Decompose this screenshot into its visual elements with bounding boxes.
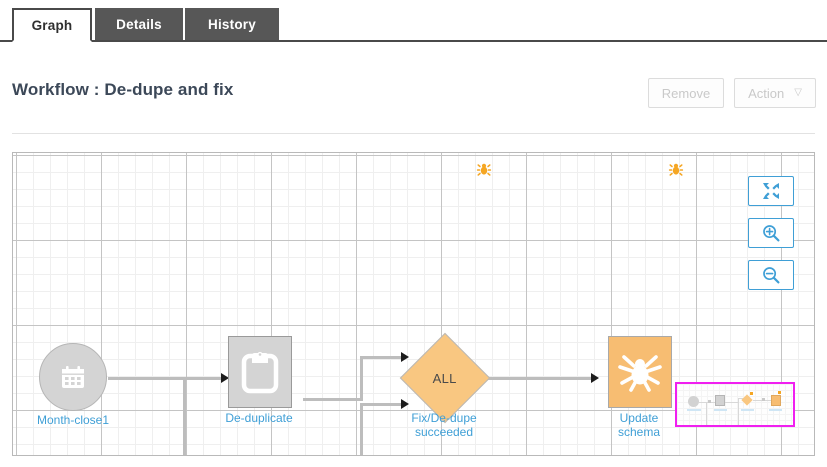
clipboard-icon xyxy=(241,351,279,394)
connector-segment xyxy=(183,377,225,380)
action-button-label: Action xyxy=(748,85,785,101)
graph-node-gate-text: ALL xyxy=(432,370,458,386)
zoom-out-icon xyxy=(763,267,780,284)
header-divider xyxy=(12,133,815,134)
bug-icon[interactable] xyxy=(476,162,492,178)
minimap-bug-badge xyxy=(778,391,781,394)
minimap-node-label xyxy=(714,409,727,411)
minimap-connector xyxy=(725,402,739,403)
header-row: Workflow : De-dupe and fix Remove Action… xyxy=(0,72,827,118)
tab-bar-underline xyxy=(0,40,827,42)
minimap-connector xyxy=(738,398,739,425)
spider-icon xyxy=(618,355,662,392)
connector-segment xyxy=(183,377,186,455)
connector-segment xyxy=(360,403,363,455)
bug-icon[interactable] xyxy=(668,162,684,178)
minimap-node-label xyxy=(687,409,701,411)
minimap-node xyxy=(688,396,699,407)
connector-segment xyxy=(483,377,593,380)
minimap-node-label xyxy=(741,409,754,411)
connector-arrow xyxy=(221,373,229,383)
graph-node-label-month-close1[interactable]: Month-close1 xyxy=(36,413,110,427)
connector-segment xyxy=(108,377,186,380)
graph-minimap[interactable] xyxy=(675,382,795,427)
graph-node-update-schema[interactable] xyxy=(608,336,672,408)
minimap-connector xyxy=(706,402,707,425)
fit-screen-button[interactable] xyxy=(748,176,794,206)
graph-node-label-update-schema[interactable]: Update schema xyxy=(617,411,661,439)
workflow-graph-canvas[interactable]: Month-close1 De-duplicate Fix phone numb… xyxy=(12,152,815,456)
tab-details[interactable]: Details xyxy=(95,8,183,40)
tab-graph[interactable]: Graph xyxy=(12,8,92,42)
minimap-node xyxy=(771,395,781,406)
connector-segment xyxy=(360,403,405,406)
zoom-in-button[interactable] xyxy=(748,218,794,248)
calendar-icon xyxy=(62,366,84,388)
minimap-arrow xyxy=(708,400,711,403)
page-title: Workflow : De-dupe and fix xyxy=(12,80,234,99)
connector-arrow xyxy=(401,352,409,362)
zoom-out-button[interactable] xyxy=(748,260,794,290)
action-button[interactable]: Action ▽ xyxy=(734,78,816,108)
graph-node-month-close1[interactable] xyxy=(39,343,107,411)
graph-node-all-gate[interactable]: ALL xyxy=(399,332,491,424)
chevron-down-icon: ▽ xyxy=(794,87,802,98)
minimap-node xyxy=(741,394,753,406)
minimap-node xyxy=(715,395,725,406)
minimap-arrow xyxy=(762,398,765,401)
connector-arrow xyxy=(591,373,599,383)
connector-segment xyxy=(360,356,405,359)
minimap-bug-badge xyxy=(750,392,753,395)
graph-node-label-de-duplicate[interactable]: De-duplicate xyxy=(225,411,293,425)
connector-segment xyxy=(360,356,363,401)
connector-segment xyxy=(303,398,363,401)
tab-bar: Graph Details History xyxy=(0,0,827,42)
remove-button[interactable]: Remove xyxy=(648,78,724,108)
tab-history[interactable]: History xyxy=(185,8,279,40)
zoom-in-icon xyxy=(763,225,780,242)
graph-node-label-all-gate[interactable]: Fix/De-dupe succeeded xyxy=(411,411,477,439)
graph-node-de-duplicate[interactable] xyxy=(228,336,292,408)
connector-arrow xyxy=(401,399,409,409)
fit-screen-icon xyxy=(763,183,779,199)
minimap-node-label xyxy=(769,409,782,411)
